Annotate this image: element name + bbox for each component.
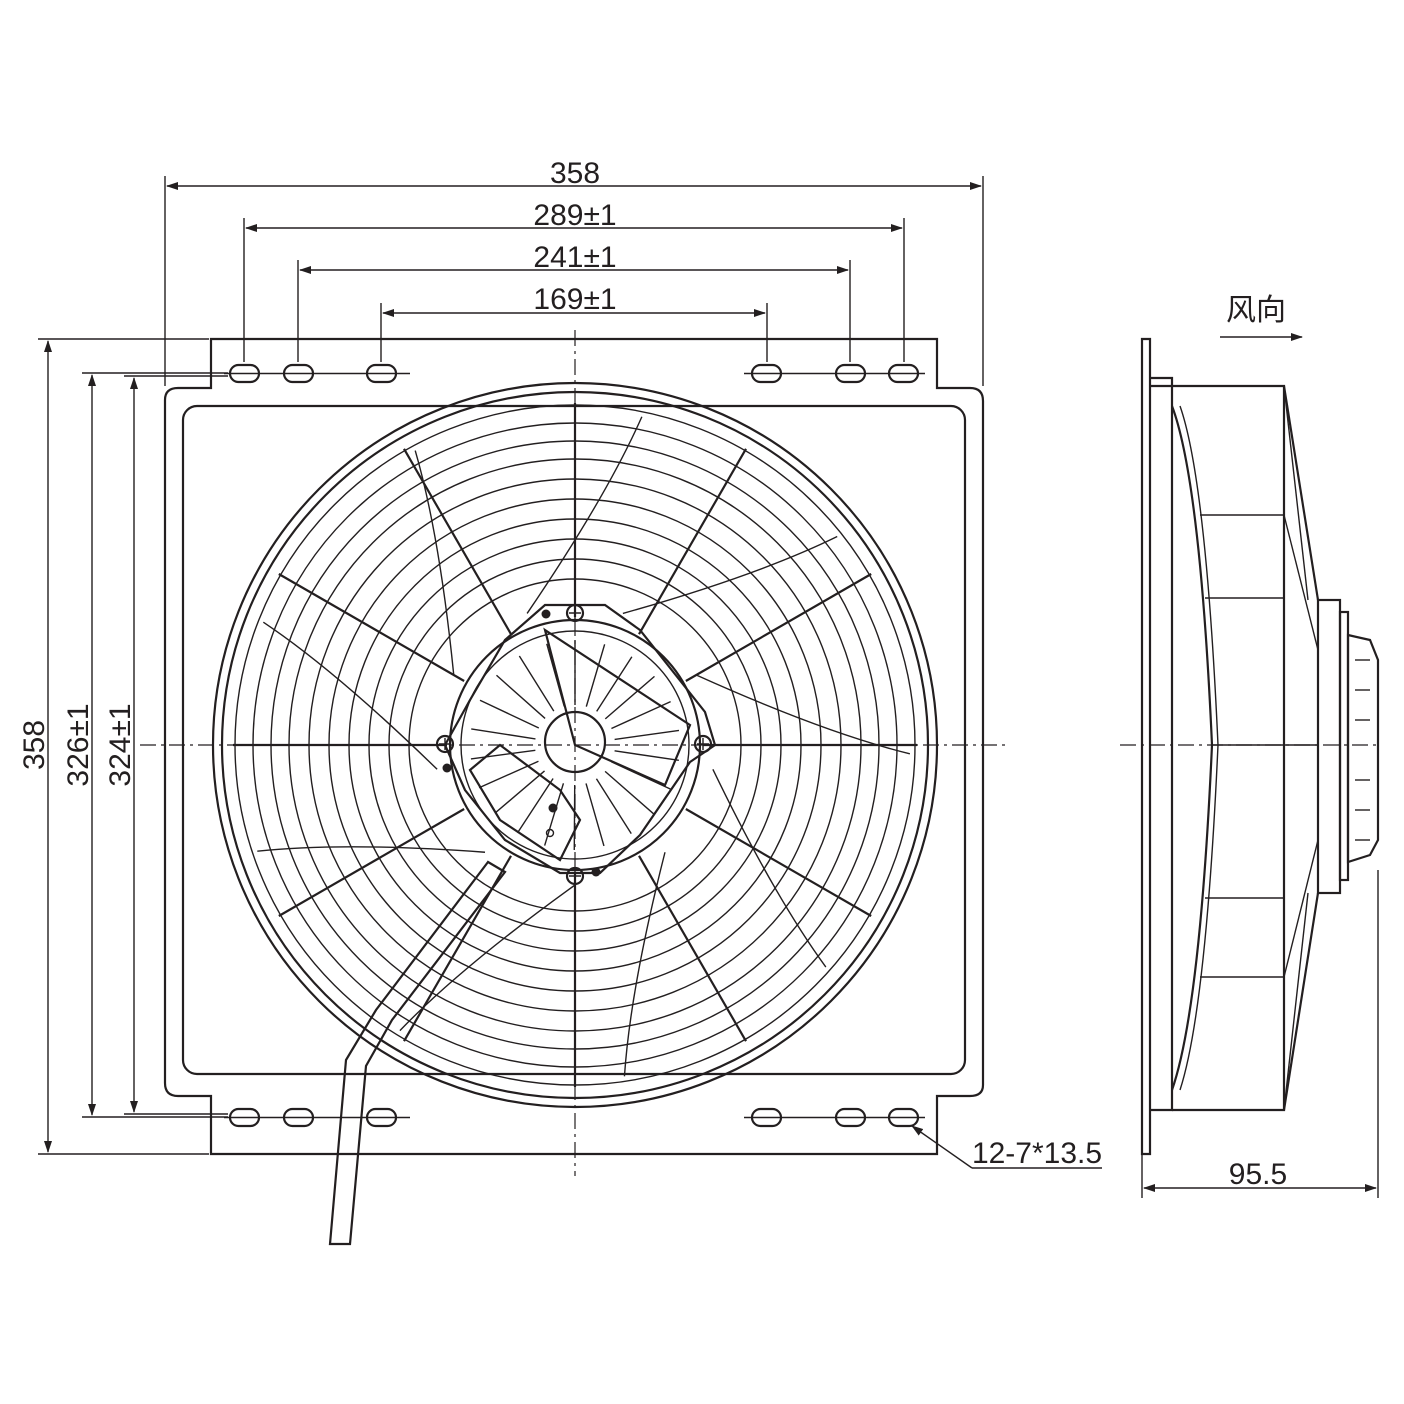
heatsink-fin (604, 675, 655, 720)
guard-spoke (638, 855, 747, 1042)
guard-spoke (278, 573, 465, 682)
fan-blade-edge (526, 416, 643, 614)
fan-blade-edge (622, 535, 838, 615)
vertical-dimensions: 358 326±1 324±1 (18, 338, 228, 1155)
slot-centerlines (224, 372, 925, 1119)
mounting-flange-outline (163, 337, 985, 1156)
dim-label-169: 169±1 (533, 283, 616, 316)
heatsink-fin (611, 761, 671, 790)
heatsink-fin (604, 770, 655, 815)
heatsink-fin (516, 778, 554, 834)
power-cable (328, 860, 507, 1246)
heatsink-fin (614, 729, 680, 741)
side-view: 95.5 (1120, 337, 1380, 1198)
horizontal-dimensions: 358 289±1 241±1 169±1 (164, 157, 984, 386)
airflow-label: 风向 (1226, 293, 1286, 328)
fan-blade-edge (399, 884, 576, 1032)
heatsink-fin (518, 655, 555, 712)
heatsink-fin (479, 699, 540, 729)
hole-spec-callout: 12-7*13.5 (911, 1125, 1102, 1170)
guard-spoke (403, 448, 512, 635)
fan-blades (257, 416, 911, 1077)
airflow-direction: 风向 (1220, 293, 1303, 341)
guard-spoke (278, 808, 465, 917)
dim-label-326: 326±1 (62, 703, 95, 786)
heatsink-fin (470, 749, 536, 760)
fan-blade-edge (623, 852, 666, 1077)
heatsink-fin (614, 750, 679, 762)
hole-spec-label: 12-7*13.5 (972, 1137, 1102, 1170)
guard-spoke (685, 573, 872, 682)
dim-label-241: 241±1 (533, 241, 616, 274)
fan-blade-edge (257, 846, 486, 853)
heatsink-fin (611, 700, 671, 730)
heatsink-fin (596, 656, 633, 712)
dim-label-358-height: 358 (18, 720, 51, 770)
fan-blade-edge (712, 769, 827, 968)
heatsink-fin (478, 760, 539, 789)
guard-spoke (638, 448, 747, 635)
dim-label-95-5: 95.5 (1229, 1158, 1287, 1191)
heatsink-fin (595, 778, 632, 835)
front-view (140, 330, 1005, 1246)
fan-blade-edge (414, 450, 455, 676)
heatsink-fin (471, 728, 536, 740)
heatsink-fin (496, 674, 546, 719)
heatsink-fin (546, 643, 565, 707)
heatsink-fin (585, 644, 606, 707)
heatsink-fin (585, 783, 605, 847)
fan-blade-edge (695, 674, 911, 755)
dim-label-289: 289±1 (533, 199, 616, 232)
heatsink-fin (494, 770, 545, 814)
dim-label-324: 324±1 (104, 703, 137, 786)
dim-label-358-width: 358 (550, 157, 600, 190)
guard-spoke (685, 808, 872, 917)
